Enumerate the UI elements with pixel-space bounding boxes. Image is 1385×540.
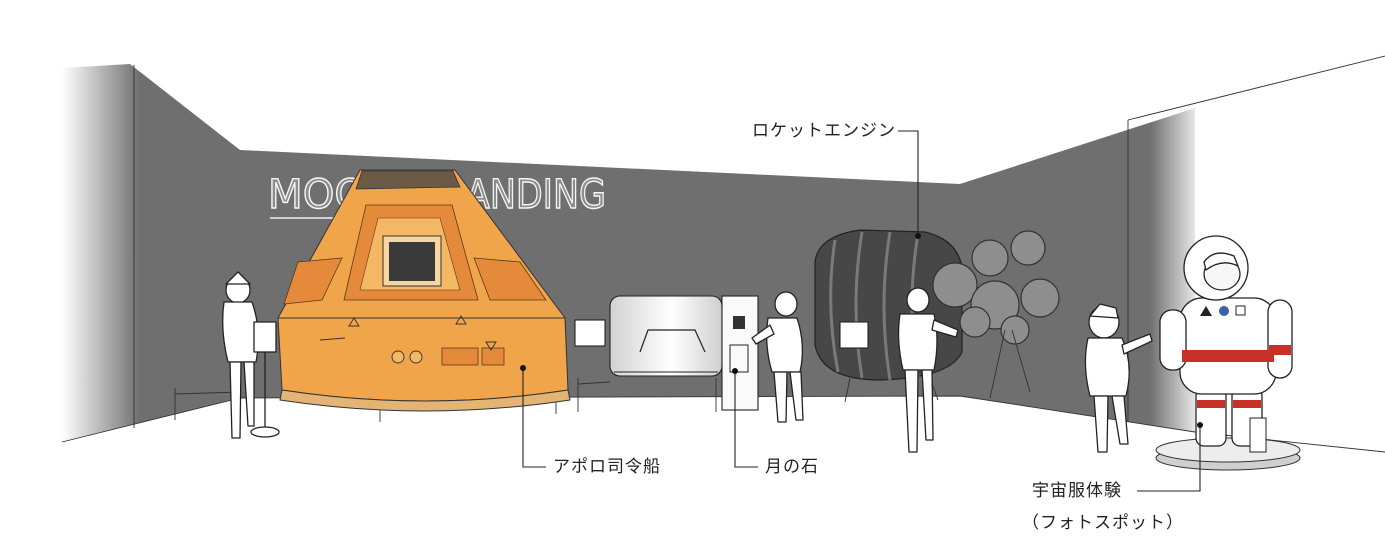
capsule-top [355, 170, 461, 190]
visitor-figure [897, 287, 959, 453]
left-wall [62, 64, 240, 442]
label-apollo-command-module: アポロ司令船 [553, 457, 661, 477]
display-placard [574, 319, 606, 347]
visitor-figure [1084, 303, 1153, 453]
engine-placard [839, 321, 869, 349]
moon-rock-pedestal [721, 295, 759, 411]
label-photo-spot: （フォトスポット） [1022, 513, 1184, 533]
label-spacesuit-experience: 宇宙服体験 [1032, 481, 1122, 501]
white-wall-top-edge [1127, 55, 1385, 121]
callout-apollo-command-module [520, 365, 546, 468]
wall-sign: MOO ANDING [267, 171, 607, 224]
photo-spot-stand [1249, 417, 1267, 453]
glass-case [609, 295, 723, 377]
callout-spacesuit [1137, 422, 1203, 492]
callout-rocket-engine [898, 130, 921, 239]
moon-rock [733, 316, 745, 329]
label-moon-rock: 月の石 [765, 457, 819, 477]
visitor-figure [222, 271, 280, 439]
wall-sign-right: ANDING [466, 172, 606, 218]
callout-moon-rock [732, 368, 758, 468]
right-wall [960, 108, 1195, 432]
apollo-command-module [277, 169, 571, 412]
moon-rock-display [574, 295, 759, 411]
visitor-figure [751, 291, 804, 423]
label-rocket-engine: ロケットエンジン [752, 121, 896, 141]
astronaut-statue [1155, 235, 1301, 471]
